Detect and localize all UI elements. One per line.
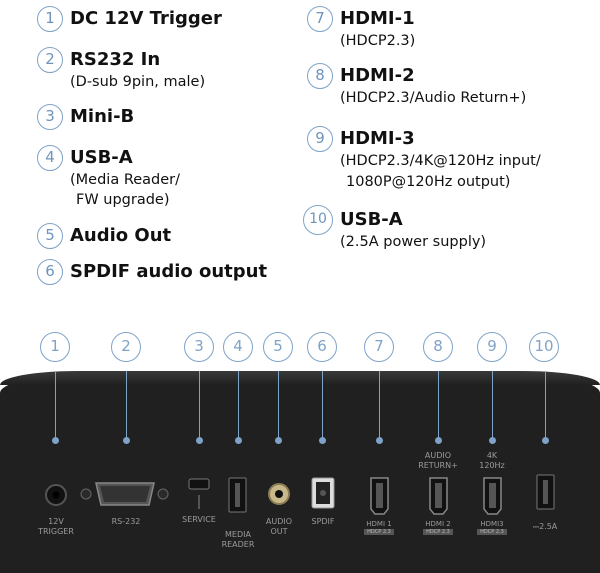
legend-title-1: DC 12V Trigger <box>70 8 222 29</box>
number-badge-6: 6 <box>37 259 63 285</box>
hdmi1-name: HDMI 1 <box>366 520 392 528</box>
hdmi2-hdcp: HDCP 2.3 <box>423 529 453 535</box>
number-badge-9: 9 <box>307 126 333 152</box>
number-badge-2: 2 <box>37 47 63 73</box>
callout-9: 9 <box>477 332 507 362</box>
callout-10: 10 <box>529 332 559 362</box>
hdmi3-hdcp: HDCP 2.3 <box>477 529 507 535</box>
number-badge-7: 7 <box>307 6 333 32</box>
callout-4: 4 <box>223 332 253 362</box>
hdmi-port-icon-2 <box>429 477 448 515</box>
optical-port-icon <box>311 477 335 509</box>
hdmi1-hdcp: HDCP 2.3 <box>364 529 394 535</box>
number-badge-8: 8 <box>307 63 333 89</box>
number-badge-5: 5 <box>37 223 63 249</box>
hdmi3-top-label: 4K 120Hz <box>479 451 505 470</box>
trigger-jack-icon <box>45 484 67 506</box>
hdmi1-label: HDMI 1 HDCP 2.3 <box>364 520 394 535</box>
legend-title-9: HDMI-3 <box>340 128 415 149</box>
callout-7: 7 <box>364 332 394 362</box>
hdmi2-name: HDMI 2 <box>425 520 451 528</box>
audio-out-label: AUDIO OUT <box>265 517 293 536</box>
hdmi3-label: HDMI3 HDCP 2.3 <box>477 520 507 535</box>
legend-sub-9b: 1080P@120Hz output) <box>346 174 511 190</box>
number-badge-10: 10 <box>303 205 333 235</box>
legend-title-5: Audio Out <box>70 225 172 246</box>
callout-6: 6 <box>307 332 337 362</box>
legend-title-10: USB-A <box>340 209 403 230</box>
usb-a-port-icon <box>228 477 247 513</box>
legend-sub-7: (HDCP2.3) <box>340 33 416 49</box>
legend-sub-10: (2.5A power supply) <box>340 234 487 250</box>
hdmi-port-icon-3 <box>483 477 502 515</box>
media-reader-label: MEDIA READER <box>221 530 255 549</box>
legend-sub-2: (D-sub 9pin, male) <box>70 74 206 90</box>
number-badge-4: 4 <box>37 145 63 171</box>
legend-title-2: RS232 In <box>70 49 161 70</box>
legend-title-3: Mini-B <box>70 106 135 127</box>
legend-title-6: SPDIF audio output <box>70 261 268 282</box>
callout-1: 1 <box>40 332 70 362</box>
usb-power-label: ⎓2.5A <box>532 522 558 531</box>
legend-sub-4b: FW upgrade) <box>76 192 170 208</box>
trigger-label: 12V TRIGGER <box>38 517 74 536</box>
port-legend: 1 DC 12V Trigger 2 RS232 In (D-sub 9pin,… <box>37 6 541 285</box>
rs232-label: RS-232 <box>111 517 141 526</box>
number-badge-1: 1 <box>37 6 63 32</box>
callout-5: 5 <box>263 332 293 362</box>
legend-sub-4a: (Media Reader/ <box>70 172 181 188</box>
mini-usb-port-icon <box>188 478 210 509</box>
service-label: SERVICE <box>182 515 216 524</box>
legend-sub-9a: (HDCP2.3/4K@120Hz input/ <box>340 153 541 169</box>
legend-sub-8: (HDCP2.3/Audio Return+) <box>340 90 527 106</box>
callout-8: 8 <box>423 332 453 362</box>
callout-2: 2 <box>111 332 141 362</box>
spdif-label: SPDIF <box>311 517 335 526</box>
port-graphics <box>45 474 555 515</box>
hdmi2-label: HDMI 2 HDCP 2.3 <box>423 520 453 535</box>
audio-jack-icon <box>268 483 290 505</box>
hdmi-port-icon-1 <box>370 477 389 515</box>
hdmi2-top-label: AUDIO RETURN+ <box>418 451 458 470</box>
dsub-port-icon <box>80 482 169 506</box>
legend-title-8: HDMI-2 <box>340 65 415 86</box>
number-badge-3: 3 <box>37 104 63 130</box>
projector-rear-panel: AUDIO RETURN+ 4K 120Hz <box>0 371 600 573</box>
hdmi3-name: HDMI3 <box>480 520 504 528</box>
legend-title-4: USB-A <box>70 147 133 168</box>
callout-3: 3 <box>184 332 214 362</box>
usb-a-port-icon-10 <box>536 474 555 510</box>
legend-title-7: HDMI-1 <box>340 8 415 29</box>
